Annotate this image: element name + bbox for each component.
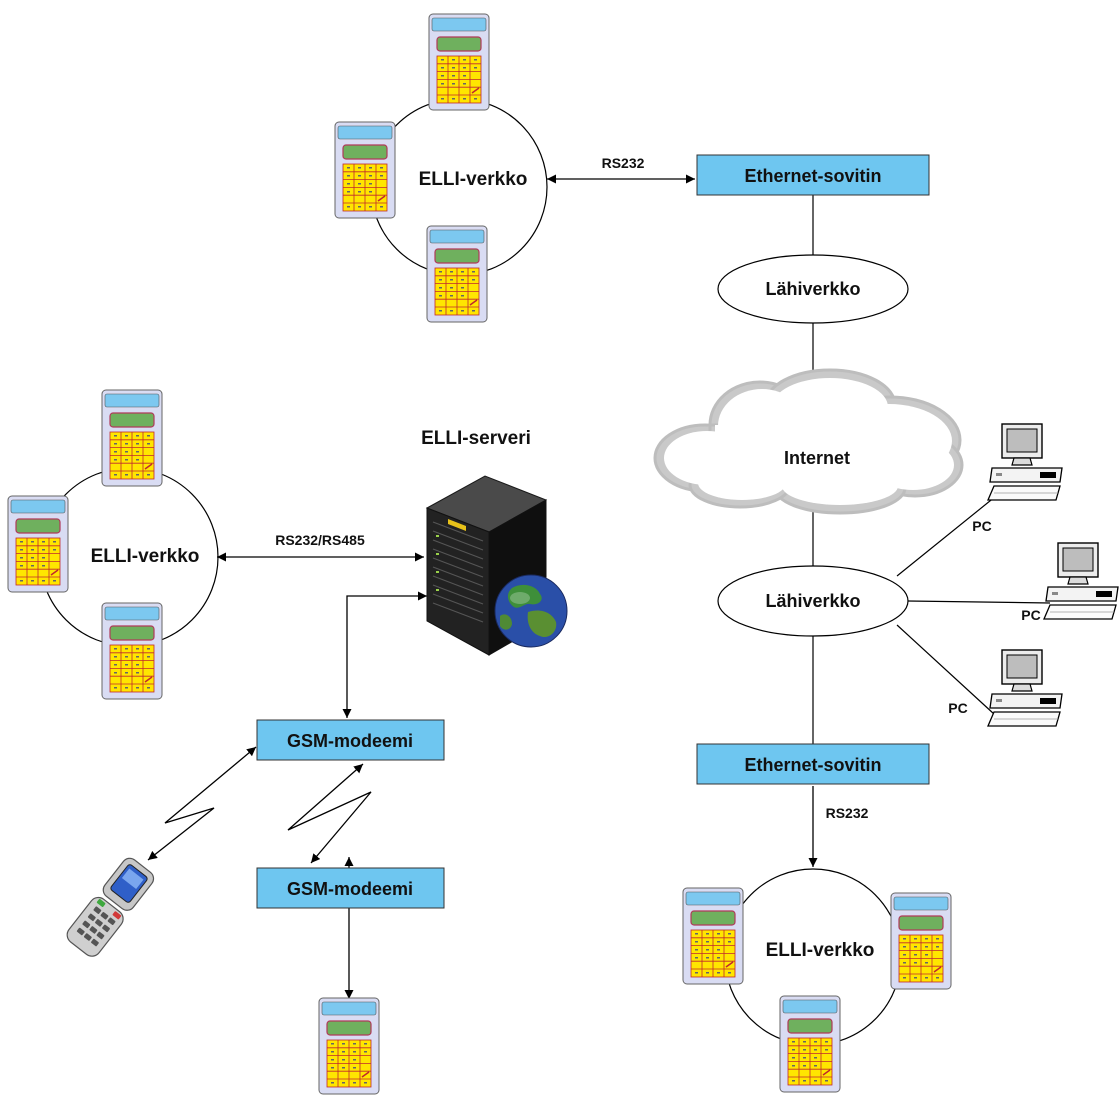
gsm-wireless-link [287,763,372,864]
terminal-icon [334,121,396,219]
pc-label: PC [972,518,991,534]
globe-icon [494,574,568,648]
gsm-modem-1-label: GSM-modeemi [287,731,413,751]
pc-label: PC [948,700,967,716]
desktop-pc-icon [987,649,1063,727]
pc-label: PC [1021,607,1040,623]
terminal-icon [890,892,952,990]
gsm-modem-1: GSM-modeemi [256,719,445,761]
connector-lines [812,195,1051,744]
rs232-top-label: RS232 [602,155,645,171]
desktop-pc-icon [987,423,1063,501]
terminal-icon [318,997,380,1095]
mobile-phone-icon [66,857,155,957]
ethernet-adapter-top-label: Ethernet-sovitin [744,166,881,186]
terminal-icon [426,225,488,323]
elli-network-left-label: ELLI-verkko [91,546,200,567]
cloud-icon: Internet [653,368,964,515]
gsm-modem-2: GSM-modeemi [256,867,445,909]
server-gsm-arrow [342,591,427,718]
elli-network-top-label: ELLI-verkko [419,169,528,190]
terminal-icon [682,887,744,985]
elli-network-bottom-label: ELLI-verkko [766,940,875,961]
terminal-icon [7,495,69,593]
terminal-icon [101,389,163,487]
elli-server-label: ELLI-serveri [421,428,531,449]
internet-label: Internet [784,448,850,468]
pcs: PC PC PC [948,423,1119,727]
terminal-icon [428,13,490,111]
gsm-modem-2-label: GSM-modeemi [287,879,413,899]
ethernet-adapter-bottom: Ethernet-sovitin [696,743,930,785]
rs232-bottom-label: RS232 [826,805,869,821]
ethernet-adapter-top: Ethernet-sovitin [696,154,930,196]
desktop-pc-icon [1043,542,1119,620]
rs232-rs485-label: RS232/RS485 [275,532,365,548]
phone-wireless-link [147,746,257,861]
lan-top-label: Lähiverkko [765,279,860,299]
lan-bottom-label: Lähiverkko [765,591,860,611]
terminal-icon [101,602,163,700]
lan-bottom: Lähiverkko [717,565,909,637]
terminal-icon [779,995,841,1093]
lan-top: Lähiverkko [717,254,909,324]
ethernet-adapter-bottom-label: Ethernet-sovitin [744,755,881,775]
